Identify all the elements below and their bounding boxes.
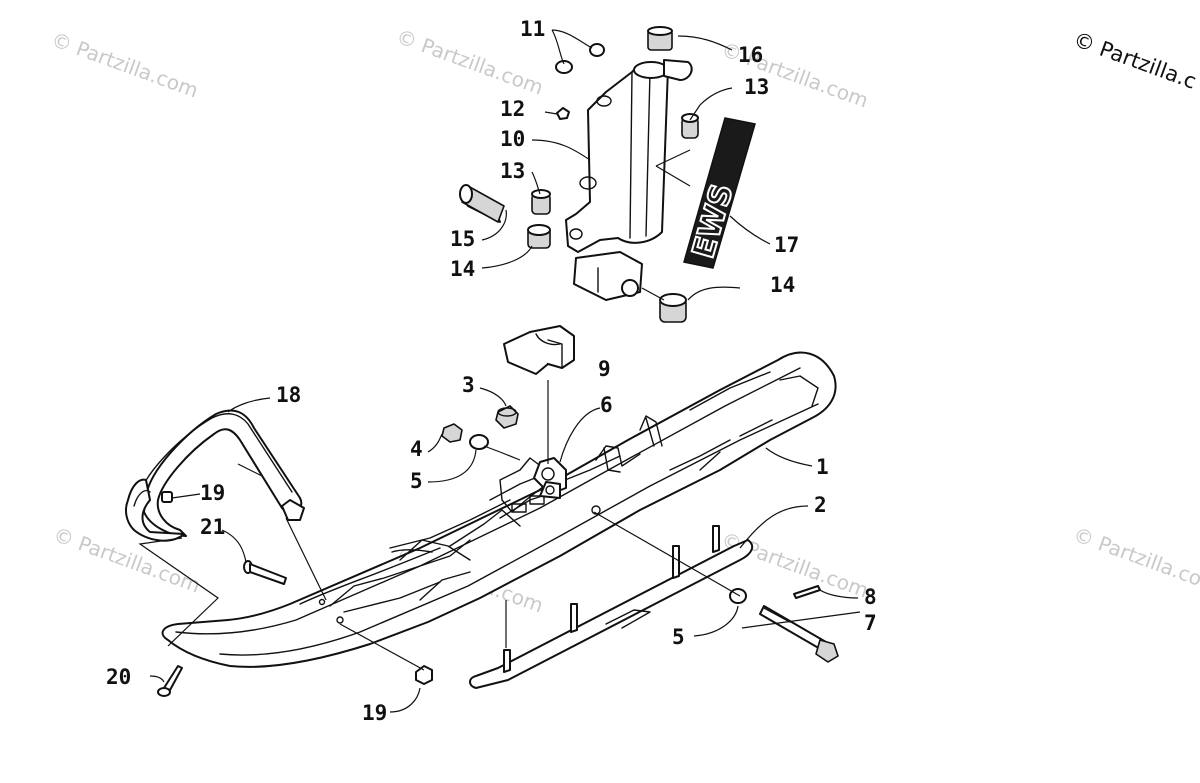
washer-part-5 [469, 434, 489, 450]
bolt-part-7 [759, 605, 839, 663]
nut-part-19 [161, 491, 173, 503]
nut-part-4 [441, 423, 463, 443]
callout-13: 13 [500, 159, 525, 183]
callout-19: 19 [362, 701, 387, 725]
callout-5: 5 [672, 625, 685, 649]
bushings-part-13 [531, 113, 699, 215]
callout-20: 20 [106, 665, 131, 689]
callout-8: 8 [864, 585, 877, 609]
cap-part-16 [647, 26, 673, 51]
decal-text: EWS [686, 180, 740, 262]
bracket-part-6 [533, 457, 567, 499]
callout-18: 18 [276, 383, 301, 407]
callout-1: 1 [816, 455, 829, 479]
callout-10: 10 [500, 127, 525, 151]
decal-part-17: EWS [683, 117, 756, 269]
bushings-part-14 [527, 224, 687, 323]
callout-7: 7 [864, 611, 877, 635]
callout-11: 11 [520, 17, 545, 41]
callout-21: 21 [200, 515, 225, 539]
nut-part-12 [556, 107, 570, 120]
callout-5: 5 [410, 469, 423, 493]
pin-part-8 [793, 585, 821, 599]
washers-part-11 [555, 43, 605, 74]
nut-part-3 [495, 405, 519, 429]
block-part-9 [503, 325, 575, 375]
callouts: 11 16 13 12 10 13 15 17 14 14 9 3 18 6 4… [106, 17, 877, 725]
ski-part-1 [161, 351, 837, 668]
callout-9: 9 [598, 357, 611, 381]
ski-leaders [138, 380, 861, 713]
spindle-part-10 [565, 59, 693, 301]
callout-2: 2 [814, 493, 827, 517]
bolt-part-21 [243, 560, 287, 585]
bolt-part-20 [157, 665, 183, 697]
watermark-corner: © Partzilla.c [1070, 27, 1199, 94]
callout-6: 6 [600, 393, 613, 417]
wearbar-part-2 [469, 525, 754, 689]
callout-15: 15 [450, 227, 475, 251]
callout-14: 14 [770, 273, 795, 297]
loop-part-18 [125, 409, 305, 542]
callout-19: 19 [200, 481, 225, 505]
callout-3: 3 [462, 373, 475, 397]
nut-part-19 [415, 665, 433, 685]
callout-16: 16 [738, 43, 763, 67]
spindle-leaders [481, 29, 771, 301]
watermark: © Partzilla.com [48, 27, 201, 102]
callout-12: 12 [500, 97, 525, 121]
tube-part-15 [459, 184, 505, 223]
callout-13: 13 [744, 75, 769, 99]
callout-4: 4 [410, 437, 423, 461]
callout-17: 17 [774, 233, 799, 257]
callout-14: 14 [450, 257, 475, 281]
watermark: © Partzilla.com [1070, 522, 1200, 597]
